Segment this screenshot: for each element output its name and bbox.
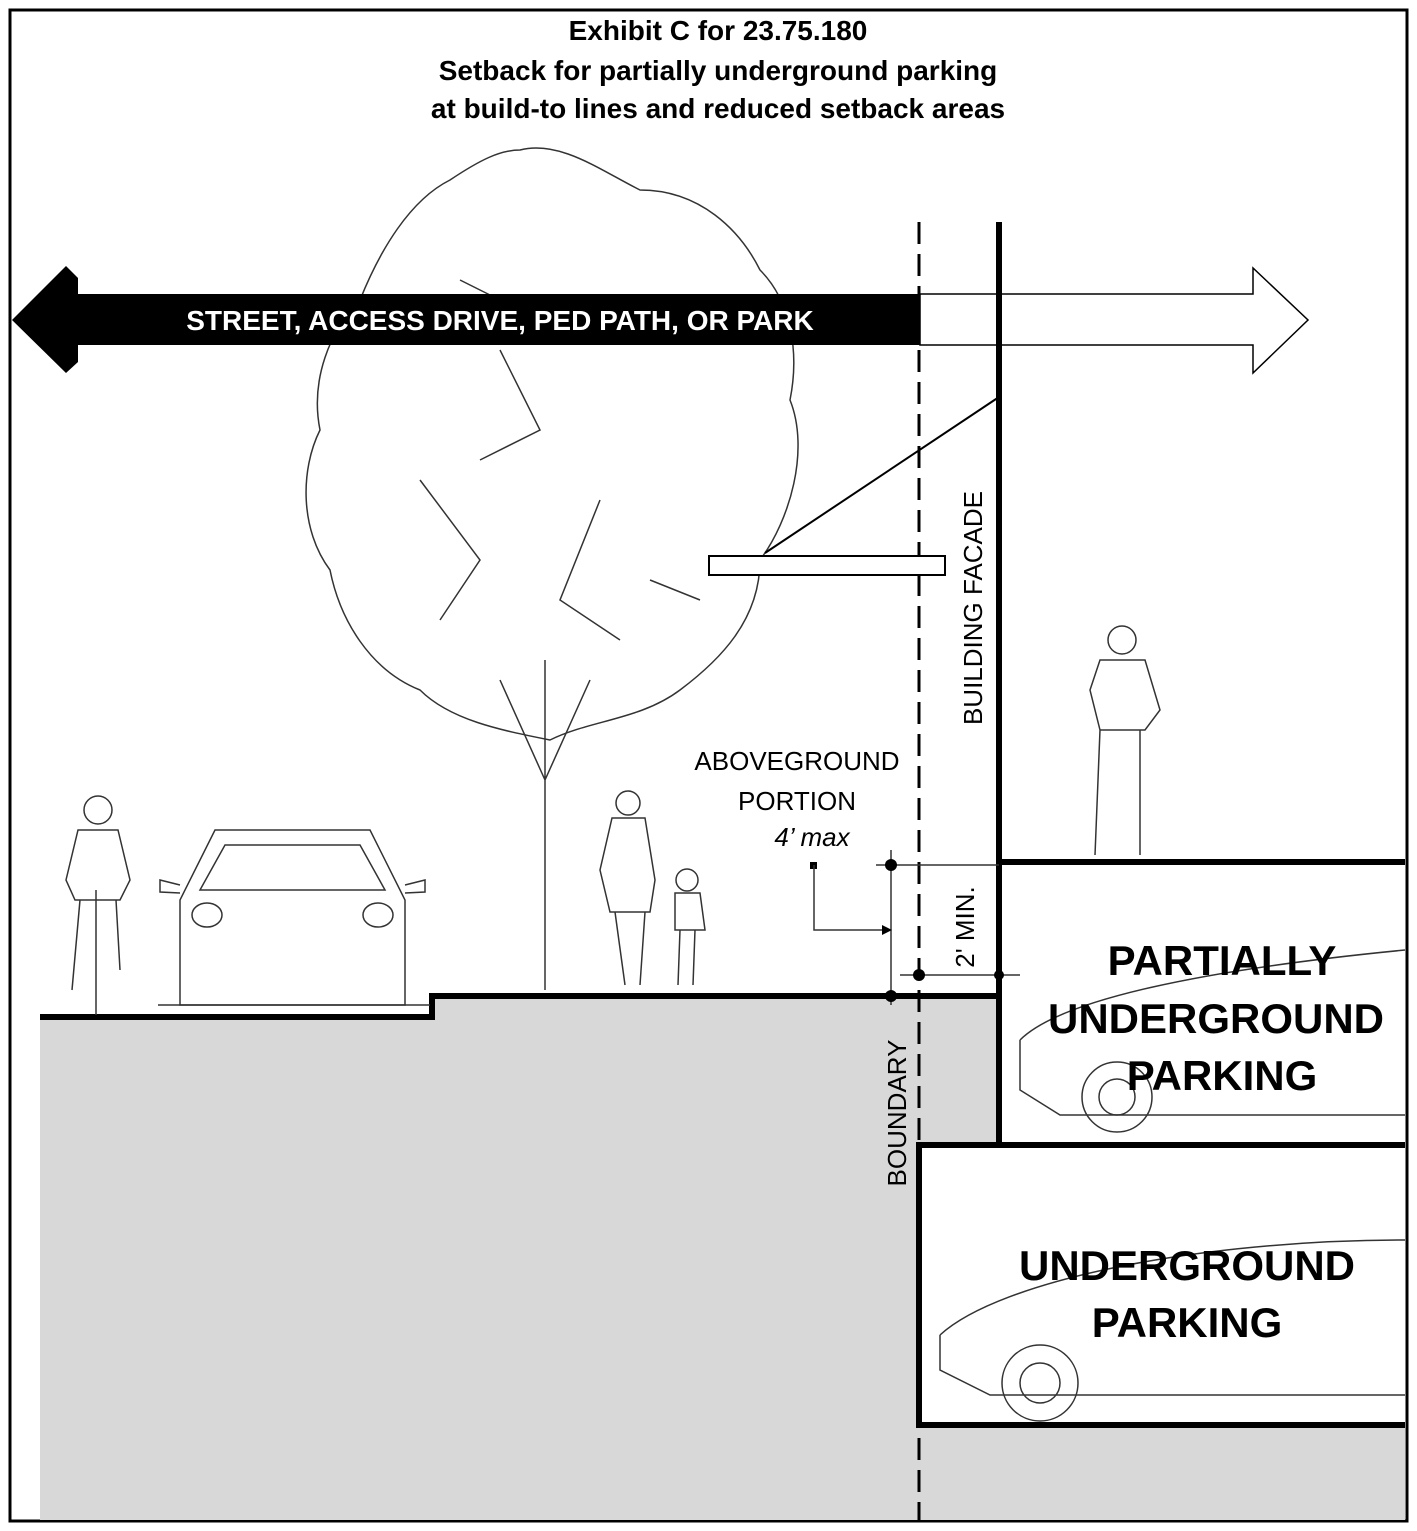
partial-parking-label-3: PARKING [1127, 1052, 1318, 1099]
sign-brace [764, 396, 1000, 554]
title-line-1: Exhibit C for 23.75.180 [569, 15, 868, 46]
pedestrian-icon [599, 625, 1161, 986]
building-facade-label: BUILDING FACADE [958, 491, 988, 725]
title-line-3: at build-to lines and reduced setback ar… [431, 93, 1005, 124]
underground-parking-label-2: PARKING [1092, 1299, 1283, 1346]
boundary-label: BOUNDARY [882, 1040, 912, 1187]
cyclist-icon [65, 795, 131, 1015]
two-min-label: 2' MIN. [950, 886, 980, 968]
underground-parking-label-1: UNDERGROUND [1019, 1242, 1355, 1289]
garage-car-icon [939, 949, 1406, 1422]
aboveground-label-1: ABOVEGROUND [694, 746, 899, 776]
partial-parking-label-1: PARTIALLY [1108, 937, 1337, 984]
ground [40, 996, 1405, 1520]
car-icon [158, 829, 430, 1006]
title-line-2: Setback for partially underground parkin… [439, 55, 998, 86]
four-max-label: 4’ max [774, 822, 850, 852]
grade-line [40, 993, 999, 1020]
street-arrow: STREET, ACCESS DRIVE, PED PATH, OR PARK [12, 266, 1310, 375]
arrow-label: STREET, ACCESS DRIVE, PED PATH, OR PARK [186, 305, 813, 336]
facade-sign [708, 555, 946, 576]
aboveground-label-2: PORTION [738, 786, 856, 816]
dimension-markers [810, 850, 1020, 1005]
partial-parking-label-2: UNDERGROUND [1048, 995, 1384, 1042]
